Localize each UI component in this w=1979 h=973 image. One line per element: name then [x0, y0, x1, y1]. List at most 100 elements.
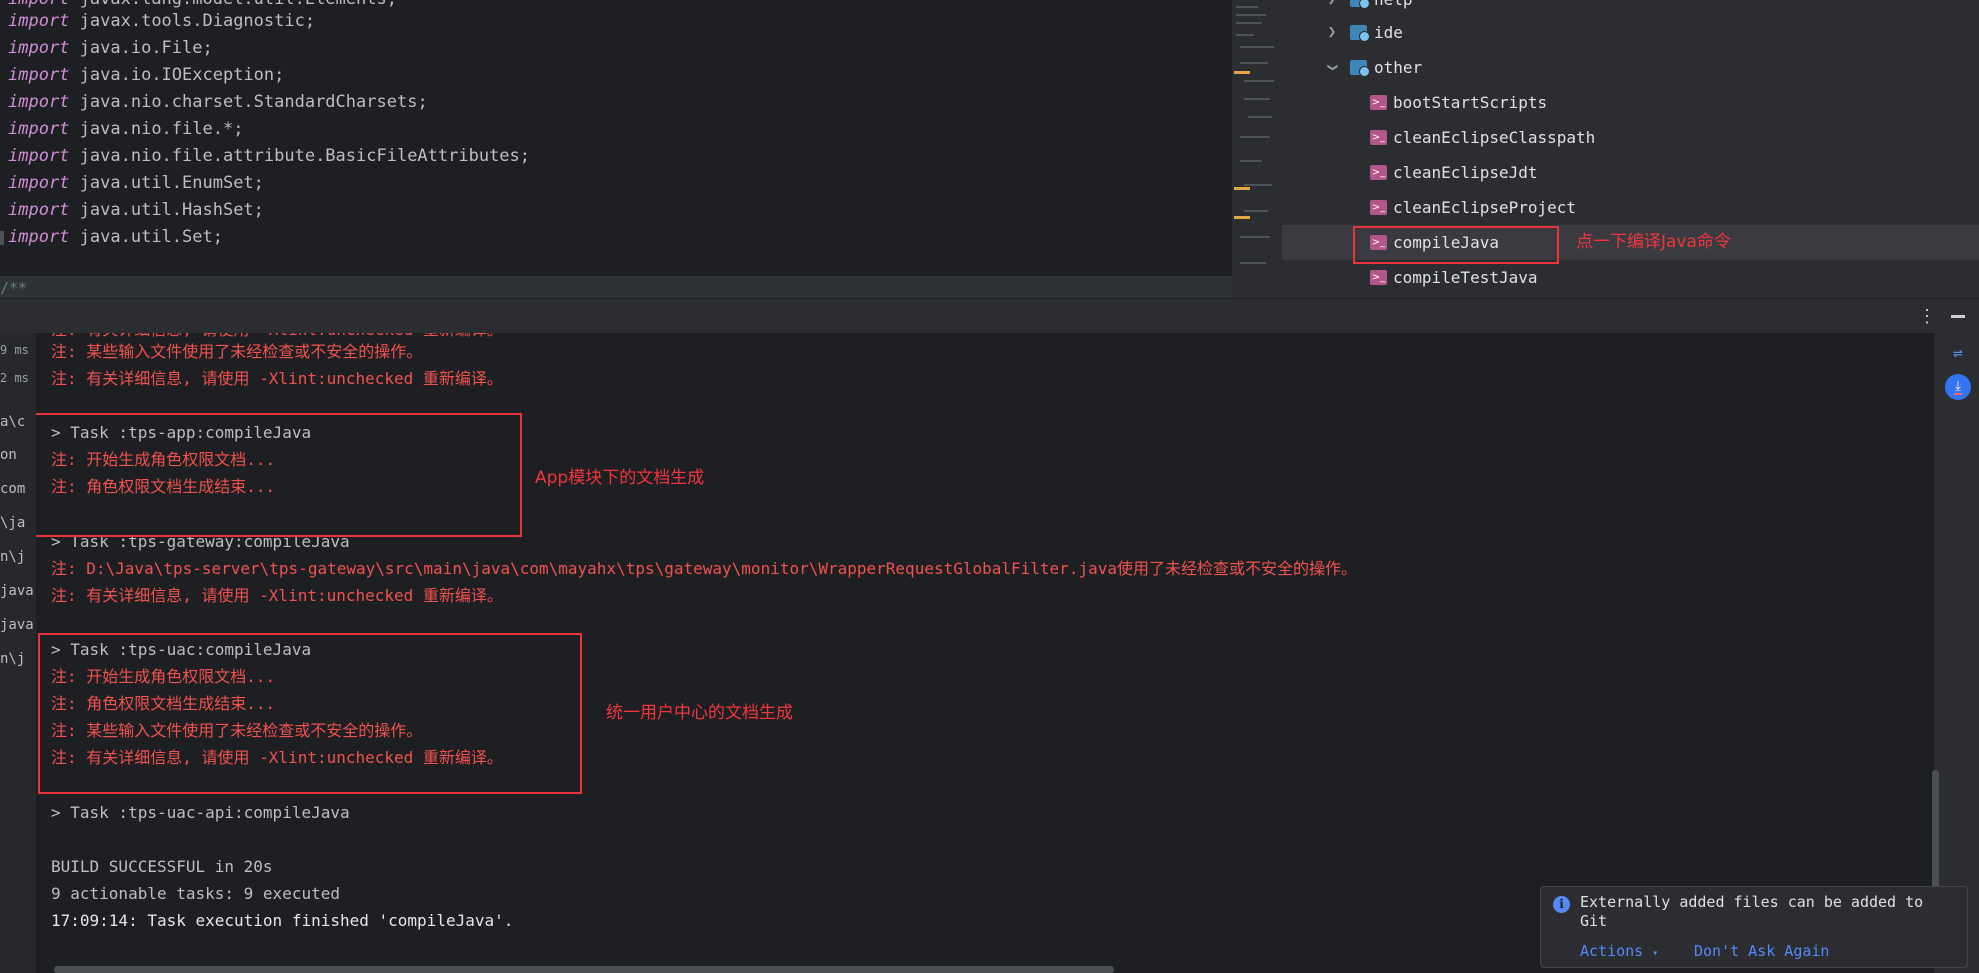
import-path: java.io.IOException	[79, 65, 275, 85]
console-line: 注: 角色权限文档生成结束...	[51, 477, 276, 496]
code-line[interactable]: import java.util.Set;	[8, 224, 223, 251]
soft-wrap-icon[interactable]: ⇌	[1953, 343, 1963, 362]
keyword: import	[8, 65, 70, 85]
vertical-scrollbar[interactable]	[1932, 770, 1939, 890]
import-path: java.io.File	[79, 38, 203, 58]
editor-horizontal-band	[0, 276, 1232, 298]
terminal-icon: >_	[1370, 95, 1387, 110]
minimap-warning-marker[interactable]	[1234, 187, 1250, 190]
path-fragment: java	[0, 583, 34, 599]
semicolon: ;	[304, 11, 316, 31]
tree-task-compiletestjava[interactable]: >_ compileTestJava	[1282, 260, 1979, 295]
minimap-line	[1240, 236, 1270, 238]
import-path: java.util.Set	[79, 227, 213, 247]
horizontal-scrollbar[interactable]	[54, 966, 1114, 973]
code-line[interactable]: import java.nio.file.attribute.BasicFile…	[8, 143, 530, 170]
keyword: import	[8, 11, 70, 31]
console-line: 注: 开始生成角色权限文档...	[51, 667, 276, 686]
import-path: java.nio.file.attribute.BasicFileAttribu…	[79, 146, 520, 166]
tree-folder-ide[interactable]: ❯ ide	[1282, 15, 1979, 50]
keyword: import	[8, 173, 70, 193]
import-path: java.nio.charset.StandardCharsets	[79, 92, 418, 112]
tree-label: ide	[1374, 23, 1403, 42]
terminal-icon: >_	[1370, 165, 1387, 180]
annotation-compilejava: 点一下编译Java命令	[1576, 232, 1731, 252]
code-line[interactable]: import javax.lang.model.util.Elements;	[8, 0, 397, 13]
git-notification: i Externally added files can be added to…	[1540, 886, 1968, 968]
tree-label: cleanEclipseClasspath	[1393, 128, 1596, 147]
tree-folder-help[interactable]: ❯ help	[1282, 0, 1979, 17]
build-status-line: BUILD SUCCESSFUL in 20s	[51, 857, 273, 876]
semicolon: ;	[253, 173, 264, 193]
minimap-line	[1240, 62, 1268, 64]
chevron-right-icon[interactable]: ❯	[1326, 0, 1338, 17]
code-line[interactable]: import java.util.EnumSet;	[8, 170, 264, 197]
minimap-line	[1236, 6, 1258, 8]
path-fragment: \ja	[0, 515, 26, 531]
chevron-down-icon: ▾	[1652, 948, 1659, 959]
console-output[interactable]: 注: 有关详细信息, 请使用 -Xlint:unchecked 重新编译。 注:…	[36, 333, 1934, 973]
annotation-box-uac	[38, 633, 582, 794]
tree-task-bootstartscripts[interactable]: >_ bootStartScripts	[1282, 85, 1979, 120]
tree-label: cleanEclipseJdt	[1393, 163, 1538, 182]
console-line: 注: D:\Java\tps-server\tps-gateway\src\ma…	[51, 559, 1357, 578]
gradle-task-tree[interactable]: ❯ help ❯ ide ❯ other >_ bootStartScripts…	[1282, 0, 1979, 298]
chevron-down-icon[interactable]: ❯	[1324, 63, 1341, 72]
chevron-right-icon[interactable]: ❯	[1327, 24, 1337, 40]
terminal-icon: >_	[1370, 270, 1387, 285]
code-line[interactable]: import java.io.File;	[8, 35, 213, 62]
path-fragment: on	[0, 447, 17, 463]
minimap-warning-marker[interactable]	[1234, 71, 1250, 74]
task-group-icon	[1350, 60, 1370, 77]
minimap-line	[1244, 80, 1274, 82]
tree-label: help	[1374, 0, 1413, 17]
minimize-icon[interactable]	[1951, 315, 1965, 318]
code-line[interactable]: import java.util.HashSet;	[8, 197, 264, 224]
task-group-icon	[1350, 25, 1370, 42]
tree-task-cleaneclipseclasspath[interactable]: >_ cleanEclipseClasspath	[1282, 120, 1979, 155]
annotation-uac: 统一用户中心的文档生成	[606, 703, 793, 723]
tree-folder-other[interactable]: ❯ other	[1282, 50, 1979, 85]
code-line[interactable]: import javax.tools.Diagnostic;	[8, 8, 315, 35]
actions-dropdown[interactable]: Actions ▾	[1580, 941, 1658, 964]
minimap-line	[1244, 210, 1268, 212]
keyword: import	[8, 92, 70, 112]
console-line: 9 actionable tasks: 9 executed	[51, 884, 340, 903]
duration-label: 2 ms	[0, 371, 29, 385]
minimap-line	[1240, 46, 1274, 48]
run-tree-pane[interactable]: 9 ms 2 ms a\c on com \ja n\j java java n…	[0, 333, 36, 973]
tree-task-cleaneclipsejdt[interactable]: >_ cleanEclipseJdt	[1282, 155, 1979, 190]
editor-minimap[interactable]	[1232, 0, 1282, 298]
console-line: 注: 某些输入文件使用了未经检查或不安全的操作。	[51, 342, 423, 361]
console-line: 注: 某些输入文件使用了未经检查或不安全的操作。	[51, 721, 423, 740]
terminal-icon: >_	[1370, 235, 1387, 250]
code-line[interactable]: import java.io.IOException;	[8, 62, 284, 89]
console-line: 注: 角色权限文档生成结束...	[51, 694, 276, 713]
annotation-app: App模块下的文档生成	[535, 468, 705, 488]
keyword: import	[8, 38, 70, 58]
code-line[interactable]: import java.nio.file.*;	[8, 116, 243, 143]
minimap-line	[1236, 22, 1262, 24]
duration-label: 9 ms	[0, 343, 29, 357]
more-options-icon[interactable]: ⋮	[1918, 306, 1936, 327]
keyword: import	[8, 146, 70, 166]
minimap-line	[1240, 136, 1270, 138]
tree-task-cleaneclipseproject[interactable]: >_ cleanEclipseProject	[1282, 190, 1979, 225]
task-group-icon	[1350, 0, 1370, 9]
comment-start: /**	[0, 279, 28, 297]
code-line[interactable]: import java.nio.charset.StandardCharsets…	[8, 89, 428, 116]
console-task-line: > Task :tps-app:compileJava	[51, 423, 312, 442]
path-fragment: n\j	[0, 651, 26, 667]
annotation-box-app	[36, 413, 522, 537]
code-editor[interactable]: import javax.lang.model.util.Elements; i…	[0, 0, 1232, 298]
tree-task-compilejava[interactable]: >_ compileJava	[1282, 225, 1979, 260]
dont-ask-again-link[interactable]: Don't Ask Again	[1694, 942, 1830, 960]
tree-label: bootStartScripts	[1393, 93, 1548, 112]
path-fragment: java	[0, 617, 34, 633]
minimap-line	[1236, 14, 1266, 16]
scroll-to-end-icon[interactable]: ⤓	[1945, 374, 1971, 400]
run-toolbar	[1934, 333, 1979, 973]
minimap-warning-marker[interactable]	[1234, 216, 1250, 219]
console-line: 注: 有关详细信息, 请使用 -Xlint:unchecked 重新编译。	[51, 333, 503, 341]
fold-marker-icon[interactable]	[0, 231, 4, 245]
